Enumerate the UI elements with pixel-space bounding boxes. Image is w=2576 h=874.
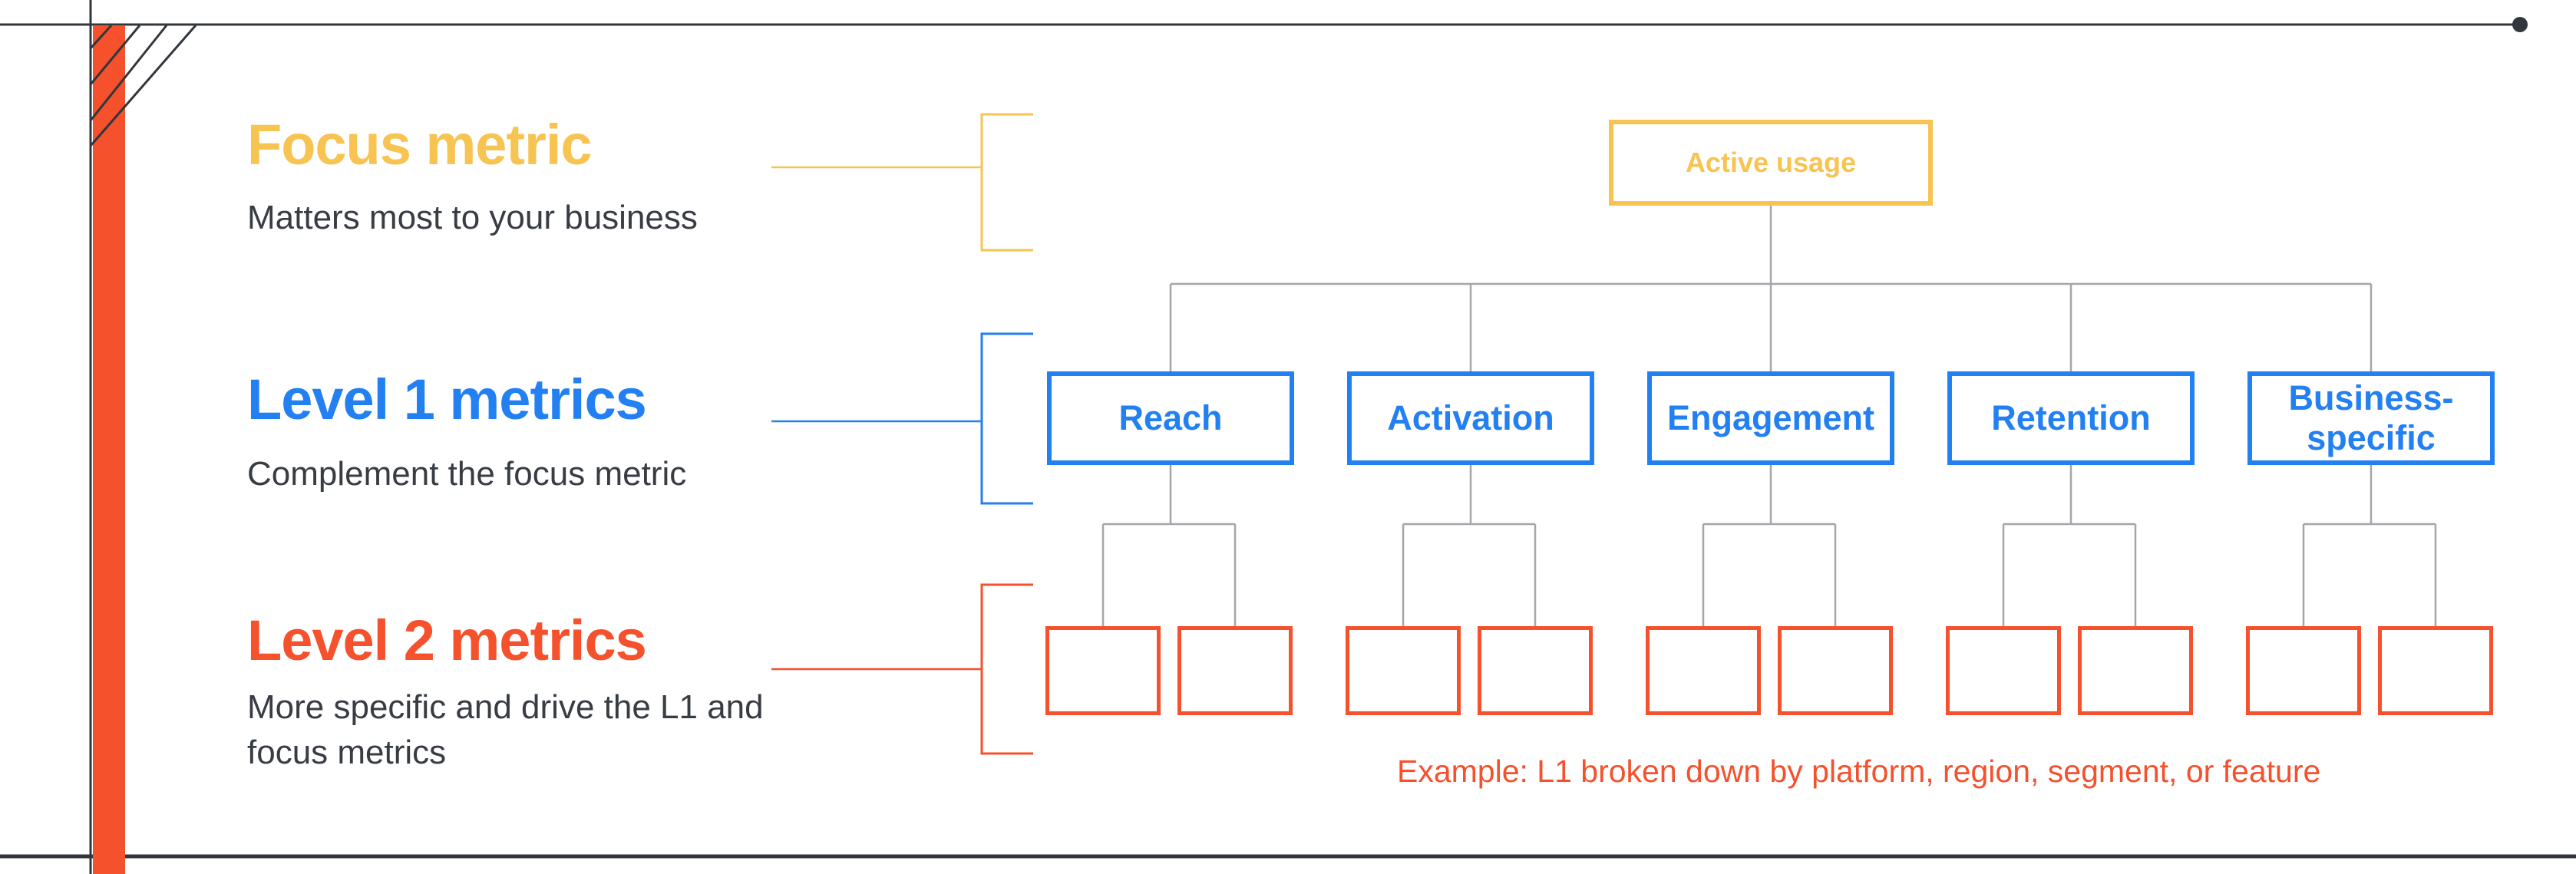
level2-bracket xyxy=(980,583,1033,755)
root-metric-box: Active usage xyxy=(1609,120,1933,206)
level1-bracket xyxy=(980,332,1033,505)
l1-label: Business-specific xyxy=(2288,378,2454,457)
level2-metrics-subtitle: More specific and drive the L1 and focus… xyxy=(247,688,764,772)
level2-metrics-title: Level 2 metrics xyxy=(247,609,647,672)
focus-metric-subtitle: Matters most to your business xyxy=(247,199,698,236)
l1-box-engagement: Engagement xyxy=(1647,371,1894,465)
l2-box xyxy=(1346,626,1461,715)
l1-box-retention: Retention xyxy=(1947,371,2195,465)
l2-box xyxy=(2378,626,2493,715)
l2-box xyxy=(1946,626,2061,715)
l2-box xyxy=(1177,626,1293,715)
l2-box xyxy=(2246,626,2361,715)
hatch-line xyxy=(89,25,197,147)
l1-label: Activation xyxy=(1387,398,1554,438)
root-metric-label: Active usage xyxy=(1685,147,1857,178)
l1-label: Engagement xyxy=(1666,398,1875,438)
hatch-line xyxy=(89,25,168,121)
focus-metric-title: Focus metric xyxy=(247,113,593,176)
l1-box-activation: Activation xyxy=(1347,371,1594,465)
l2-box xyxy=(1646,626,1761,715)
hatch-line xyxy=(89,24,113,50)
l1-box-business-specific: Business-specific xyxy=(2247,371,2495,465)
l2-box xyxy=(1778,626,1893,715)
l2-box xyxy=(2078,626,2193,715)
example-note: Example: L1 broken down by platform, reg… xyxy=(1397,754,2321,789)
l1-box-reach: Reach xyxy=(1047,371,1294,465)
l2-box xyxy=(1045,626,1161,715)
level1-metrics-subtitle: Complement the focus metric xyxy=(247,455,687,493)
left-accent-bar xyxy=(93,25,125,874)
hatch-line xyxy=(89,25,141,85)
focus-bracket xyxy=(980,113,1033,252)
level1-metrics-title: Level 1 metrics xyxy=(247,368,647,431)
top-rule-end-dot-icon xyxy=(2512,17,2528,32)
l1-label: Reach xyxy=(1118,398,1223,438)
l2-box xyxy=(1478,626,1593,715)
l1-label: Retention xyxy=(1991,398,2151,438)
